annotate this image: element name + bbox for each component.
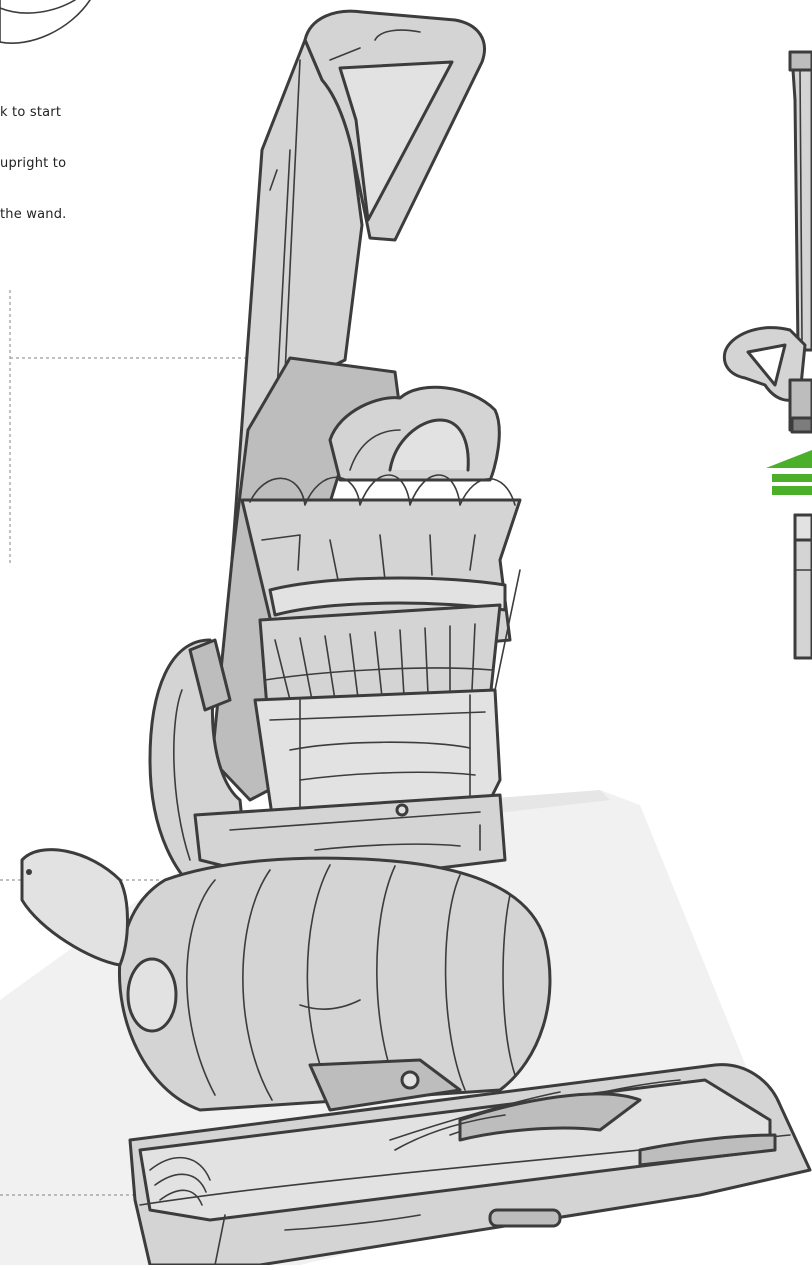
caption-line-3: the wand. (0, 207, 67, 222)
head-side-vents (149, 1156, 211, 1206)
neck-linkage (308, 1058, 462, 1112)
cropped-detail-circle (0, 0, 91, 44)
upright-vacuum-illustration (20, 9, 812, 1267)
head-brush-bar (458, 1092, 642, 1142)
instruction-caption: k to start upright to the wand. (0, 70, 67, 257)
side-clip (188, 638, 232, 712)
axle-cap (20, 848, 129, 967)
right-detail-illustration (722, 50, 812, 660)
green-up-arrow-icon (766, 450, 812, 495)
caption-line-1: k to start (0, 105, 62, 120)
caption-line-2: upright to (0, 156, 67, 171)
